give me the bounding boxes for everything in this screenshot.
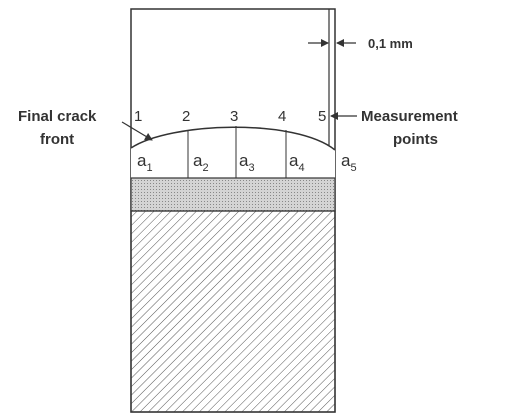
depth-label-a1: a1 [137,151,153,174]
measurement-points-label-line1: Measurement [361,108,458,125]
measurement-points-label-line2: points [393,131,438,148]
depth-label-a2: a2 [193,151,209,174]
final-crack-front-label-line2: front [40,131,74,148]
depth-label-a5: a5 [341,151,357,174]
depth-label-a4: a4 [289,151,305,174]
fatigue-band [130,177,336,212]
thickness-label: 0,1 mm [368,36,413,51]
final-crack-front-label-line1: Final crack [18,108,97,125]
point-label-1: 1 [134,108,142,125]
point-label-2: 2 [182,108,190,125]
depth-label-a3: a3 [239,151,255,174]
point-label-3: 3 [230,108,238,125]
crack-front-curve [131,127,335,178]
point-label-4: 4 [278,108,286,125]
hatched-region [130,210,336,413]
final-crack-front-arrow [121,121,153,141]
point-label-5: 5 [318,108,326,125]
